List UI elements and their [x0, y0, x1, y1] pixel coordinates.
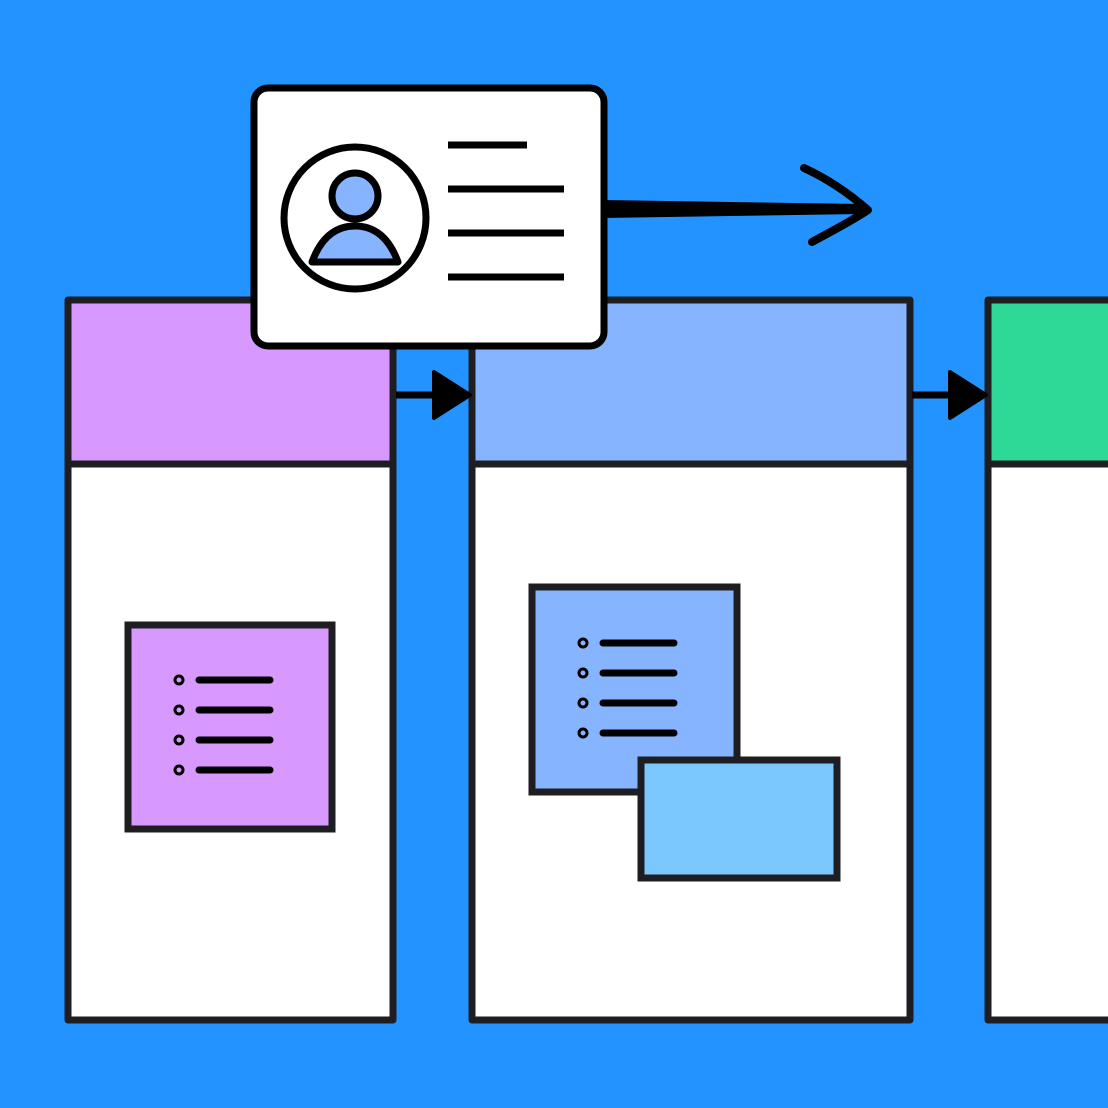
user-avatar-icon	[280, 143, 430, 293]
arrow-right-icon	[396, 370, 472, 420]
column-3-header	[984, 296, 1108, 468]
profile-card[interactable]	[250, 84, 608, 350]
profile-text-lines	[448, 141, 564, 281]
card-light-blue[interactable]	[637, 756, 841, 882]
note-purple-card	[124, 621, 336, 833]
bulleted-list-icon	[173, 674, 274, 776]
hand-drawn-arrow-right-icon	[600, 164, 872, 246]
column-3-body	[984, 460, 1108, 1024]
note-purple[interactable]	[124, 621, 336, 833]
column-3	[984, 296, 1108, 1024]
bulleted-list-icon	[577, 637, 678, 739]
arrow-right-icon	[912, 370, 988, 420]
